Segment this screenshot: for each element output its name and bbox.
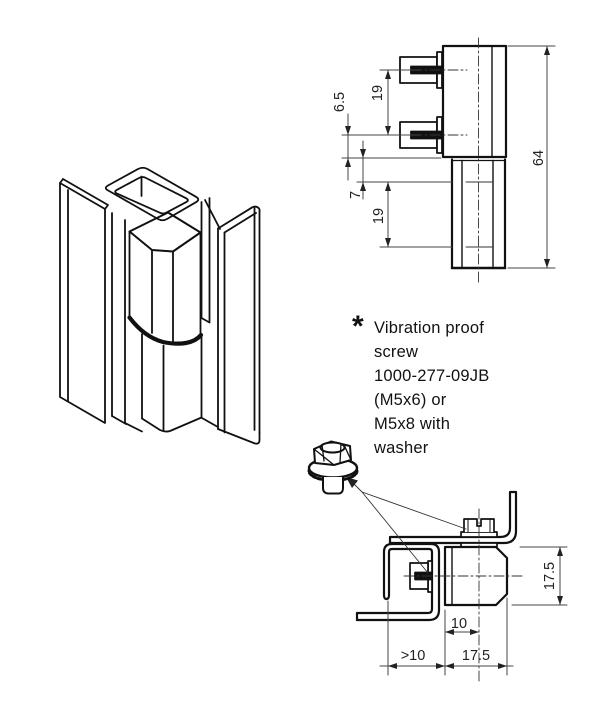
side-view-dimensions — [341, 45, 556, 269]
hex-flange-screw-icon — [307, 440, 359, 495]
dim-label-19-top: 19 — [370, 85, 386, 101]
bottom-view-screw-side — [409, 560, 433, 593]
note-line: Vibration proof — [374, 319, 485, 337]
note-line: screw — [374, 343, 419, 361]
vibration-screw-note: * Vibration proof screw 1000-277-09JB (M… — [352, 312, 489, 460]
note-line: M5x8 with — [374, 415, 451, 433]
bottom-view-body — [443, 545, 509, 607]
note-text: Vibration proof screw 1000-277-09JB (M5x… — [374, 316, 489, 460]
iso-right-panel — [217, 205, 261, 445]
dim-label-10: 10 — [451, 616, 467, 632]
asterisk-marker: * — [352, 310, 364, 343]
leader-lines — [346, 477, 467, 574]
iso-joint-line — [127, 315, 204, 346]
side-view — [393, 37, 508, 286]
dim-label-17-5-right: 17.5 — [542, 562, 558, 590]
side-view-body — [441, 44, 508, 159]
iso-lower-knuckle — [141, 333, 203, 433]
note-line: (M5x6) or — [374, 391, 447, 409]
note-line: 1000-277-09JB — [374, 367, 490, 385]
bottom-view-door-channel — [355, 542, 441, 622]
isometric-view — [59, 166, 261, 445]
side-view-pin — [450, 158, 507, 270]
side-view-cross-marks — [465, 181, 493, 248]
bottom-view-frame-plate — [388, 490, 518, 545]
iso-frame-channel — [104, 166, 221, 433]
side-view-centerlines — [393, 37, 479, 286]
bottom-view — [355, 490, 524, 684]
dimension-labels: 6.5 19 7 19 64 17.5 10 >10 17.5 — [332, 85, 558, 664]
iso-left-panel — [59, 178, 109, 424]
bottom-view-dimensions — [379, 546, 568, 676]
dim-label-gt10: >10 — [401, 648, 426, 664]
bottom-view-centerlines — [403, 508, 524, 684]
dim-label-6-5: 6.5 — [332, 92, 348, 112]
dim-label-17-5-bottom: 17.5 — [462, 648, 490, 664]
iso-hinge-block — [128, 211, 202, 343]
dim-label-19-bottom: 19 — [371, 208, 387, 224]
dim-label-7: 7 — [348, 191, 364, 199]
dim-label-64: 64 — [531, 150, 547, 166]
note-line: washer — [374, 439, 429, 457]
